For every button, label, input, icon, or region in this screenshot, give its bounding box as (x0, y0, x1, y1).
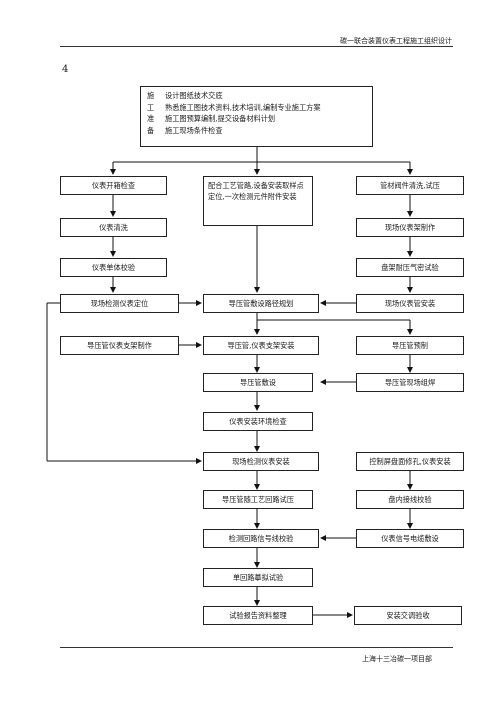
node-tube-weld: 导压管现场组焊 (356, 373, 464, 392)
node-tube-prefab: 导压管预制 (356, 336, 464, 355)
node-cleaning: 仪表清洗 (60, 218, 167, 237)
node-pressure-test: 导压管随工艺回路试压 (203, 490, 313, 509)
prep-item-2: 熟悉施工图技术资料,技术培训,编制专业施工方案 (165, 102, 321, 112)
node-process-coord: 配合工艺管路,设备安装取样点定位,一次检测元件附件安装 (203, 176, 313, 226)
prep-key-3: 准 (147, 114, 155, 123)
node-inspect-unpack: 仪表开箱检查 (60, 176, 167, 195)
header-rule (60, 46, 453, 47)
node-loop-signal: 检测回路信号线校验 (203, 529, 319, 548)
footer-text: 上海十三冶碳一项目部 (362, 655, 432, 663)
header-title: 碳一联合装置仪表工程施工组织设计 (340, 37, 452, 45)
construction-prep-block: 施 设计图纸技术交底 工熟悉施工图技术资料,技术培训,编制专业施工方案 准 施工图预… (140, 86, 373, 147)
node-valve-clean: 管材阀件清洗,试压 (356, 176, 464, 195)
prep-item-3: 施工图预算编制,提交设备材料计划 (165, 114, 276, 123)
node-cable-lay: 仪表信号电缆敷设 (356, 529, 464, 548)
node-panel-wiring: 盘内接线校验 (356, 490, 464, 509)
node-single-loop: 单回路摹拟试验 (203, 568, 313, 587)
page-number: 4 (62, 64, 69, 75)
node-report: 试验报告资料整理 (203, 606, 313, 625)
prep-item-1: 设计图纸技术交底 (165, 91, 223, 100)
footer-rule (60, 647, 453, 648)
node-field-install: 现场检测仪表安装 (203, 452, 319, 471)
node-acceptance: 安装交调验收 (354, 606, 462, 625)
node-route-plan: 导压管敷设路径规划 (203, 294, 319, 313)
node-bracket-make: 导压管仪表支架制作 (60, 336, 179, 355)
node-field-locate: 现场检测仪表定位 (60, 294, 179, 313)
prep-key-2: 工 (147, 102, 155, 112)
prep-key-4: 备 (147, 125, 155, 135)
node-tube-install: 现场仪表管安装 (356, 294, 464, 313)
node-single-calibration: 仪表单体校验 (60, 258, 167, 277)
node-pipe-lay: 导压管敷设 (203, 373, 313, 392)
node-coil-test: 盘架耐压气密试验 (356, 258, 464, 277)
node-panel-install: 控制屏盘面修孔,仪表安装 (356, 452, 464, 471)
node-rack-make: 现场仪表架制作 (356, 218, 464, 237)
prep-item-4: 施工现场条件检查 (165, 125, 223, 135)
prep-key-1: 施 (147, 91, 155, 100)
node-env-check: 仪表安装环境检查 (203, 412, 313, 431)
node-pipe-bracket-install: 导压管,仪表支架安装 (203, 336, 319, 355)
